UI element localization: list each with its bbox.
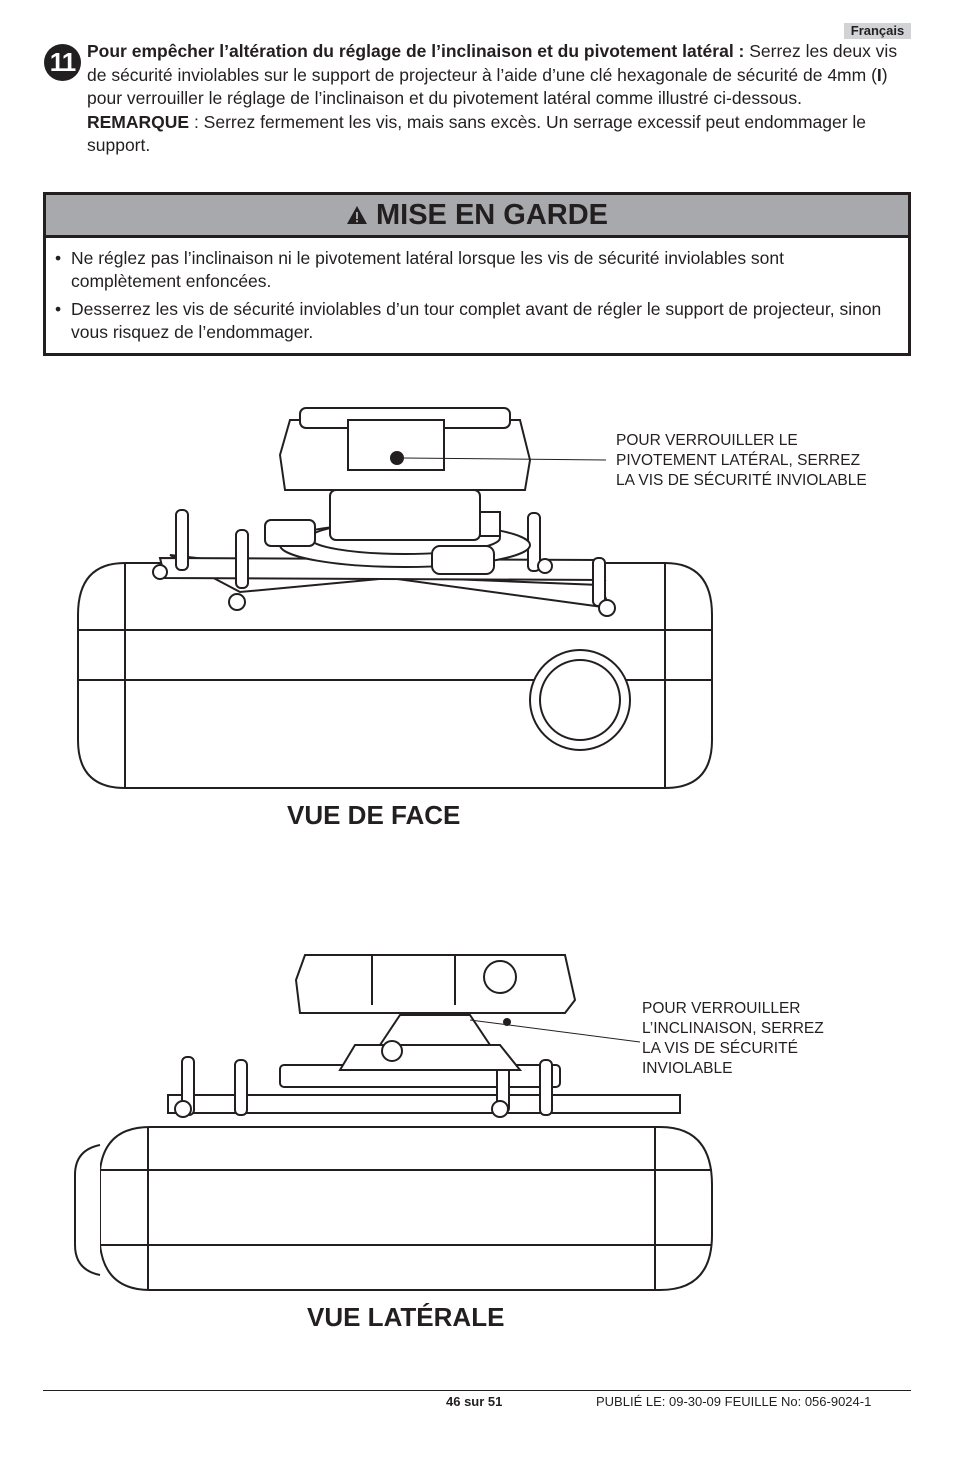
callout-line: LA VIS DE SÉCURITÉ INVIOLABLE — [616, 472, 867, 489]
publication-info: PUBLIÉ LE: 09-30-09 FEUILLE No: 056-9024… — [596, 1394, 872, 1409]
front-callout: POUR VERROUILLER LE PIVOTEMENT LATÉRAL, … — [616, 431, 867, 491]
caution-header: MISE EN GARDE — [46, 195, 908, 238]
tool-letter: I — [876, 64, 882, 85]
step-number-badge: 11 — [44, 44, 81, 81]
caution-box: MISE EN GARDE Ne réglez pas l’inclinaiso… — [43, 192, 911, 356]
page-number: 46 sur 51 — [446, 1394, 503, 1409]
callout-line: LA VIS DE SÉCURITÉ — [642, 1040, 798, 1057]
step-instructions: Pour empêcher l’altération du réglage de… — [87, 40, 912, 158]
side-view-label: VUE LATÉRALE — [307, 1302, 505, 1332]
callout-line: POUR VERROUILLER — [642, 1000, 801, 1017]
front-view-illustration — [77, 407, 713, 789]
front-view-label: VUE DE FACE — [287, 800, 461, 830]
footer-divider — [43, 1390, 911, 1391]
caution-item: Desserrez les vis de sécurité inviolable… — [55, 298, 898, 344]
caution-title: MISE EN GARDE — [375, 198, 609, 231]
callout-line: POUR VERROUILLER LE — [616, 432, 798, 449]
side-view-illustration — [74, 954, 713, 1291]
caution-item: Ne réglez pas l’inclinaison ni le pivote… — [55, 247, 898, 293]
callout-line: PIVOTEMENT LATÉRAL, SERREZ — [616, 452, 861, 469]
note-label: REMARQUE — [87, 111, 190, 132]
callout-line: INVIOLABLE — [642, 1060, 733, 1077]
language-tag: Français — [844, 23, 911, 39]
note-paragraph: REMARQUE : Serrez fermement les vis, mai… — [87, 111, 912, 158]
callout-line: L’INCLINAISON, SERREZ — [642, 1020, 824, 1037]
step-body-part1: Serrez les deux vis de sécurité inviolab… — [87, 41, 898, 85]
step-heading: Pour empêcher l’altération du réglage de… — [87, 41, 745, 61]
note-text: : Serrez fermement les vis, mais sans ex… — [87, 111, 867, 156]
side-callout: POUR VERROUILLER L’INCLINAISON, SERREZ L… — [642, 999, 824, 1079]
warning-icon — [346, 206, 367, 224]
caution-list: Ne réglez pas l’inclinaison ni le pivote… — [46, 238, 908, 344]
step-paragraph: Pour empêcher l’altération du réglage de… — [87, 40, 912, 111]
step-body-part2: ) pour verrouiller le réglage de l’incli… — [87, 64, 888, 109]
